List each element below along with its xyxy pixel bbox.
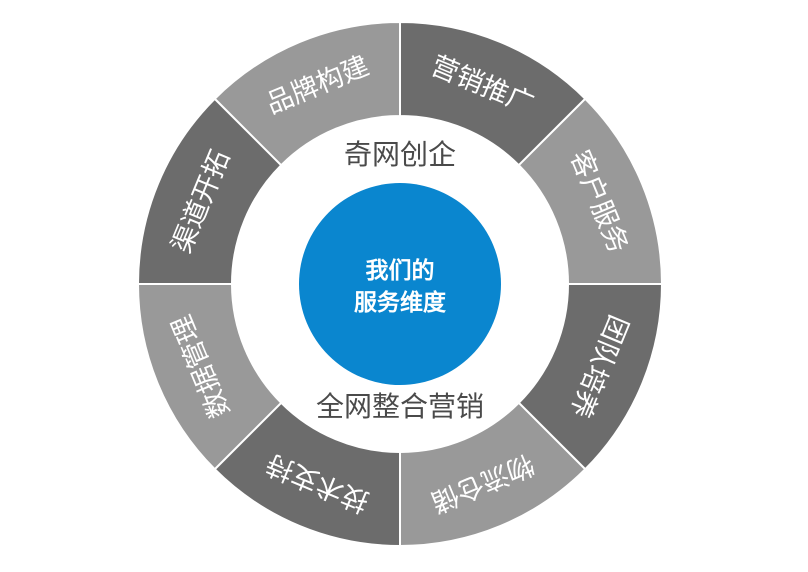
inner-ring-bottom-text: 全网整合营销 [316,390,484,423]
center-circle [299,183,501,385]
ring-segment-8 [213,20,401,167]
center-title-line-1: 我们的 [366,257,435,284]
inner-ring-top-text: 奇网创企 [344,138,456,171]
center-title-line-2: 服务维度 [354,289,447,316]
